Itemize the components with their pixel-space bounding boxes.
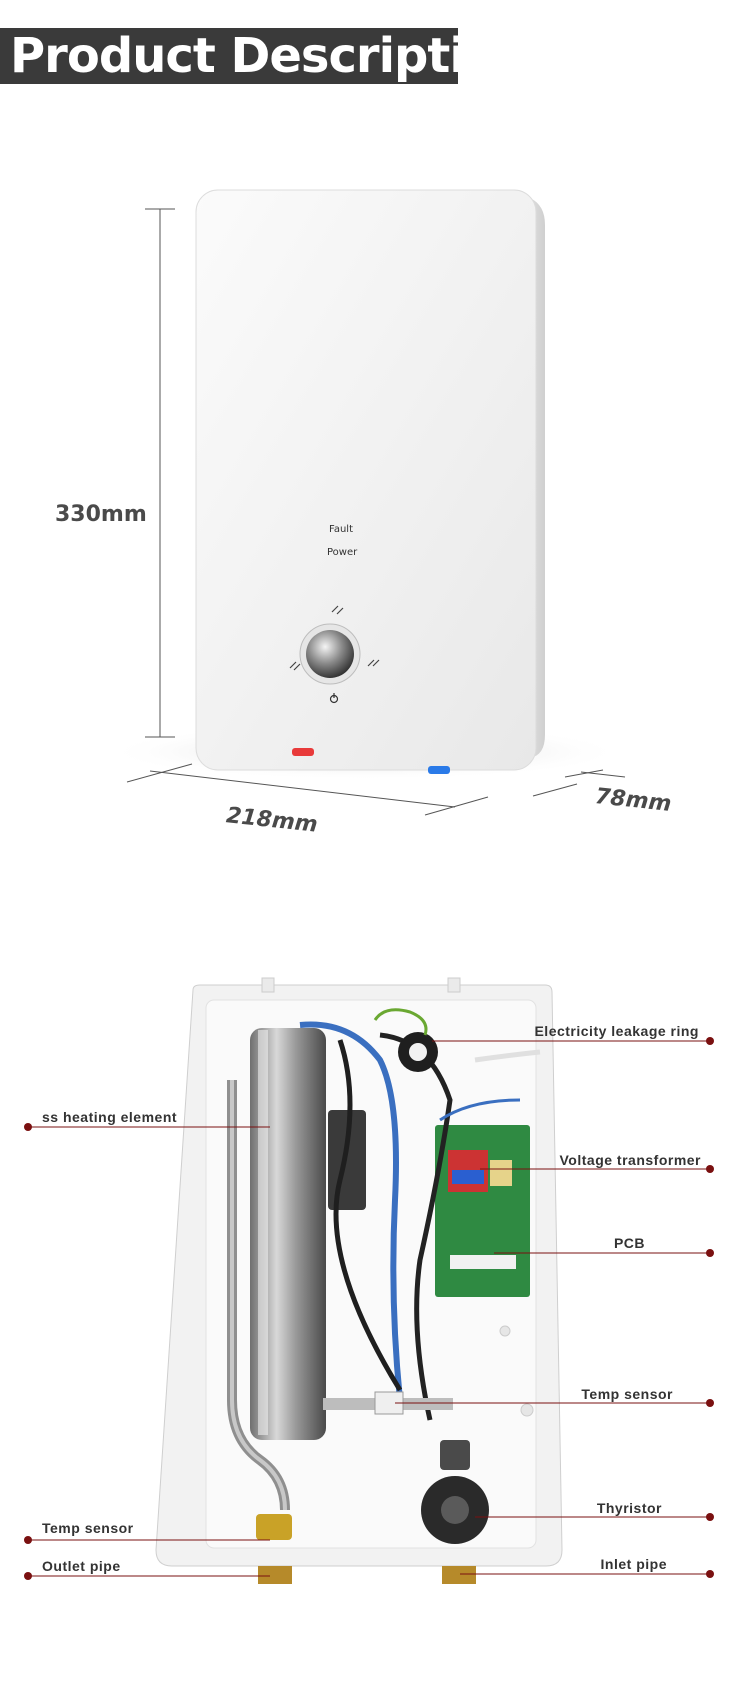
heater-front-view [105, 189, 625, 780]
control-knob[interactable] [289, 605, 380, 685]
outlet-pipe-fitting [258, 1566, 292, 1584]
heater-internal-view [155, 977, 563, 1584]
title-bar: Product Description [0, 28, 531, 84]
page-title: Product Description [10, 28, 531, 84]
leader-dots [24, 1037, 714, 1580]
label-voltage-transformer: Voltage transformer [559, 1152, 701, 1168]
heating-element [250, 1028, 326, 1440]
label-pcb: PCB [613, 1235, 645, 1251]
label-outlet-pipe: Outlet pipe [42, 1558, 121, 1574]
power-icon [329, 693, 339, 704]
label-thyristor: Thyristor [596, 1500, 662, 1516]
inlet-pipe-fitting [442, 1566, 476, 1584]
hot-indicator [292, 748, 314, 756]
label-inlet-pipe: Inlet pipe [600, 1556, 667, 1572]
label-temp-sensor-right: Temp sensor [581, 1386, 673, 1402]
label-heating-element: ss heating element [42, 1109, 178, 1125]
power-indicator-label: Power [327, 547, 358, 558]
cold-indicator [428, 766, 450, 774]
fault-indicator-label: Fault [329, 524, 353, 535]
label-leakage-ring: Electricity leakage ring [534, 1023, 699, 1039]
label-temp-sensor-left: Temp sensor [42, 1520, 134, 1536]
dimension-lines [126, 208, 626, 816]
height-dimension-label: 330mm [55, 502, 147, 527]
leader-lines [28, 1040, 710, 1577]
